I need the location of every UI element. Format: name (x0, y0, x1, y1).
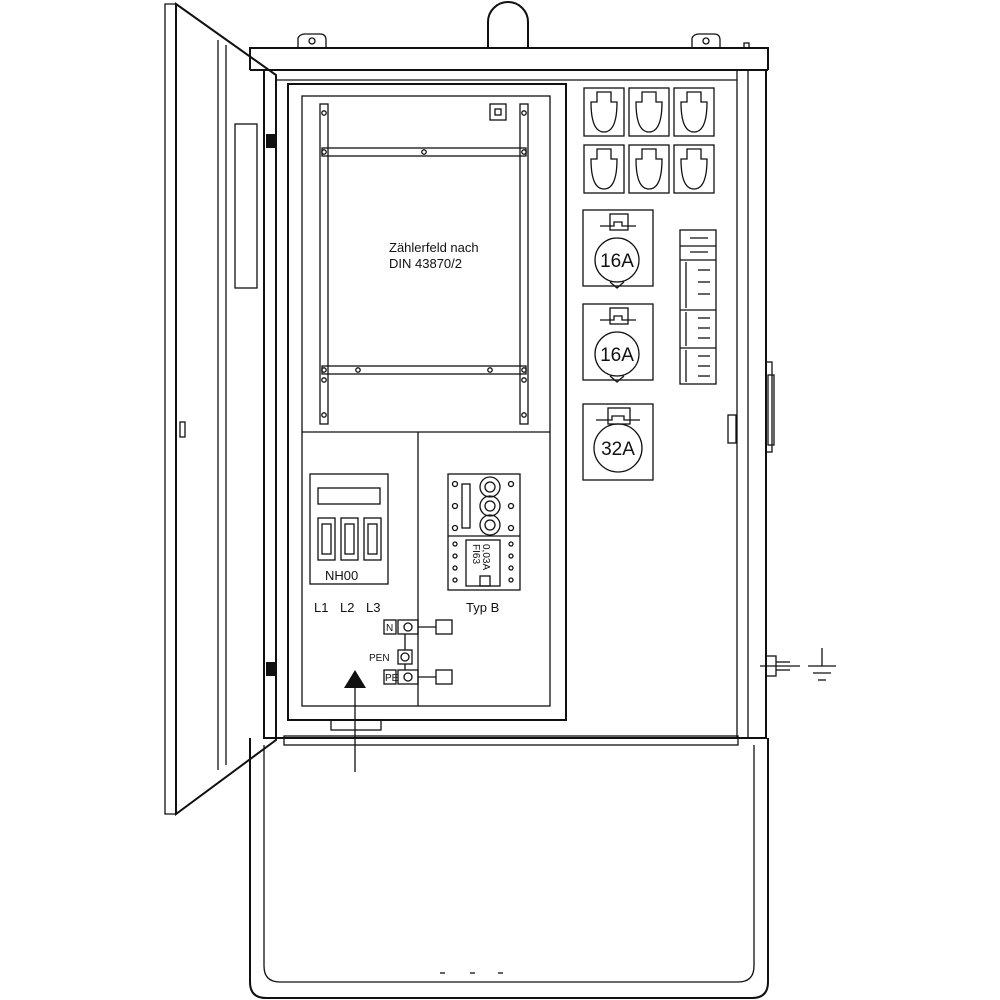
schuko-socket (628, 87, 670, 137)
door-hinge-upper (266, 134, 276, 148)
door-latch (179, 421, 186, 438)
mounting-lug-right (691, 33, 721, 48)
base-frame-outer (249, 738, 769, 999)
terminal-label-pen: PEN (369, 653, 390, 664)
cabinet-door (164, 2, 277, 816)
cabinet-body (263, 69, 767, 739)
rcd-rating-line2: 0,03A (480, 544, 491, 570)
terminal-block (383, 619, 453, 685)
rcd-rating-line1: FI63 (470, 544, 481, 564)
terminal-label-pe: PE (385, 673, 399, 684)
fuse-type-label: NH00 (325, 568, 358, 583)
cable-entry-arrow (344, 670, 366, 772)
side-lock (727, 414, 737, 444)
cee-socket-32a (582, 403, 654, 481)
cee-rating-16a-1: 16A (600, 251, 634, 272)
door-hinge-lower (266, 662, 276, 676)
meter-panel-inner (301, 95, 551, 707)
door-document-pocket (234, 123, 258, 289)
schuko-socket-grid (583, 87, 715, 194)
cee-rating-32a: 32A (601, 439, 635, 460)
cee-rating-16a-2: 16A (600, 345, 634, 366)
cable-entry-plate (330, 719, 382, 731)
cabinet-roof (249, 47, 769, 70)
rcd-type-label: Typ B (466, 600, 499, 615)
rcd-breaker (447, 473, 521, 591)
schuko-socket (628, 144, 670, 194)
base-frame-inner (263, 745, 755, 983)
phase-label-l1: L1 (314, 600, 328, 615)
earth-ground-icon (760, 648, 836, 681)
cee-socket-16a-2 (582, 303, 654, 383)
schuko-socket (673, 87, 715, 137)
mounting-lug-left (297, 33, 327, 48)
cee-socket-16a-1 (582, 209, 654, 289)
side-handle (765, 361, 775, 453)
phase-label-l3: L3 (366, 600, 380, 615)
nh00-fuse-switch (309, 473, 389, 585)
meter-panel-frame (287, 83, 567, 721)
meter-field-seal-icon (489, 103, 507, 121)
base-top-rail (283, 735, 739, 746)
breaker-strip (679, 229, 717, 385)
meter-field-label-line2: DIN 43870/2 (389, 256, 462, 271)
schuko-socket (583, 87, 625, 137)
terminal-label-n: N (386, 623, 393, 634)
schuko-socket (583, 144, 625, 194)
meter-field-label-line1: Zählerfeld nach (389, 240, 479, 255)
phase-label-l2: L2 (340, 600, 354, 615)
schuko-socket (673, 144, 715, 194)
lifting-eye (487, 1, 529, 48)
meter-mounting-rails (319, 103, 529, 425)
